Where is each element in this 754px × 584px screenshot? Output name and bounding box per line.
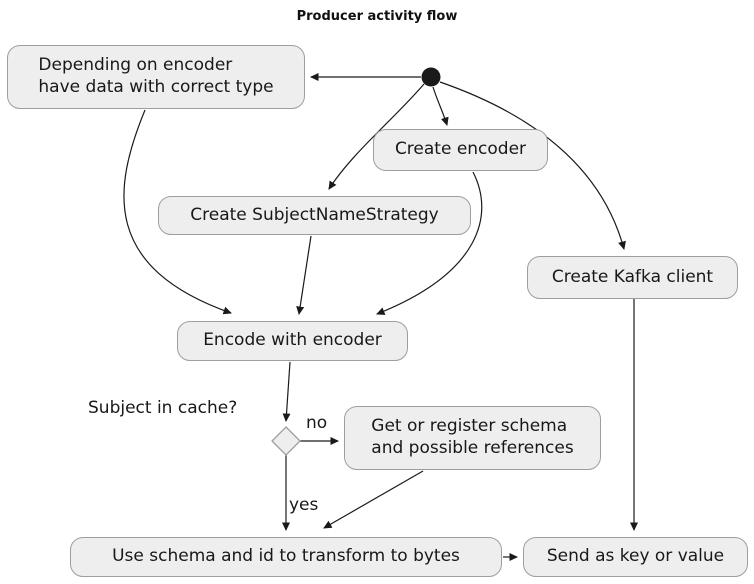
start-node bbox=[421, 67, 441, 87]
decision-question-label: Subject in cache? bbox=[88, 398, 238, 418]
branch-no-label: no bbox=[306, 413, 328, 433]
activity-encode-with-encoder: Encode with encoder bbox=[177, 321, 408, 361]
activity-get-or-register-schema: Get or register schema and possible refe… bbox=[344, 406, 601, 470]
edge-start-to-create-encoder bbox=[432, 86, 449, 126]
edge-encode-to-decision bbox=[282, 361, 291, 422]
activity-depending-on-encoder: Depending on encoder have data with corr… bbox=[7, 45, 305, 109]
edge-start-to-kafka-client bbox=[439, 81, 626, 250]
edge-subject-name-strategy-to-encode bbox=[296, 235, 312, 315]
activity-create-subject-name-strategy: Create SubjectNameStrategy bbox=[158, 196, 471, 235]
activity-send-as-key-or-value: Send as key or value bbox=[523, 537, 748, 577]
edge-depending-to-encode bbox=[123, 109, 232, 315]
edge-get-or-register-to-use-schema bbox=[323, 470, 424, 529]
branch-yes-label: yes bbox=[289, 495, 319, 515]
decision-diamond bbox=[271, 426, 301, 456]
activity-create-kafka-client: Create Kafka client bbox=[527, 256, 738, 299]
activity-use-schema-transform: Use schema and id to transform to bytes bbox=[70, 537, 502, 577]
activity-create-encoder: Create encoder bbox=[373, 129, 548, 171]
edge-create-encoder-to-encode bbox=[376, 171, 483, 315]
diagram-title: Producer activity flow bbox=[296, 9, 458, 24]
